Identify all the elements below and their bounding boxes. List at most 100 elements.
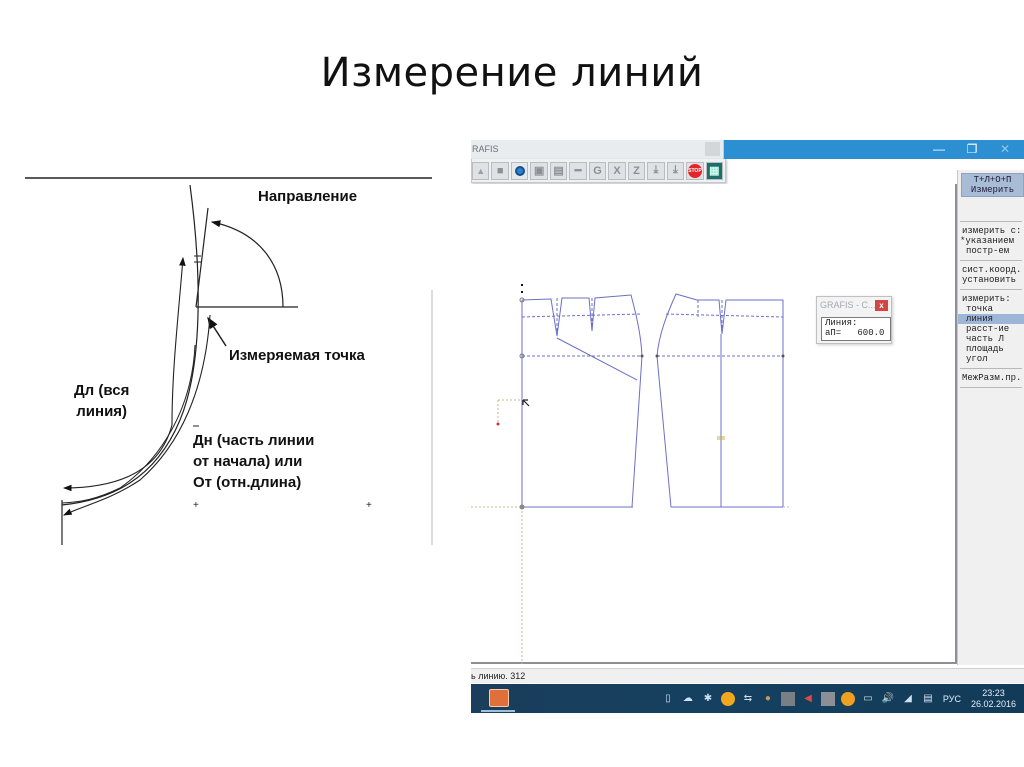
diagram-drawing: + + (25, 177, 433, 545)
divider (960, 368, 1022, 369)
dl-label-line1: Дл (вся (74, 382, 130, 399)
measure-part-line-item[interactable]: часть Л (966, 334, 1004, 344)
print-button[interactable]: ▣ (530, 161, 548, 180)
set-coord-system-button[interactable]: установить (962, 275, 1017, 285)
mode-header[interactable]: Т+Л+О+П Измерить (961, 173, 1024, 197)
wifi-icon[interactable]: ◢ (904, 692, 912, 704)
dn-label-line2: от начала) или (193, 453, 303, 470)
popup-result-line1: Линия: (825, 318, 858, 328)
display-icon[interactable] (820, 691, 835, 706)
svg-text:+: + (193, 500, 199, 511)
line-button[interactable]: ━ (569, 161, 587, 180)
stop-button[interactable]: STOP (686, 161, 704, 180)
toolbar-window-button[interactable] (705, 142, 720, 156)
measure-angle-item[interactable]: угол (966, 354, 988, 364)
calculator-icon: ▦ (709, 165, 720, 177)
z-tool-icon: Z (633, 164, 640, 177)
toolbar: ▲ ■ ▣ ▤ ━ G X Z ⤓ ⤓ STOP ▦ (471, 159, 726, 183)
grafis-app-window: — ❐ ✕ RAFIS ▲ ■ ▣ ▤ ━ G X Z ⤓ ⤓ STOP ▦ (471, 140, 1024, 713)
status-bar: ь линию. 312 (471, 668, 1024, 683)
divider (960, 387, 1022, 388)
dl-label: Дл (вся линия) (74, 380, 129, 422)
divider (960, 260, 1022, 261)
layers-icon: ▤ (553, 165, 564, 177)
clock-time: 23:23 (982, 687, 1005, 698)
clock-date: 26.02.2016 (970, 698, 1016, 709)
system-tray: ▯ ☁ ✱ ⇆ ● ◀ ▭ 🔊 ◢ ▤ РУС 23:23 26.02.2016 (661, 684, 1024, 713)
x-tool-icon: X (613, 164, 621, 177)
restore-button[interactable]: ❐ (966, 142, 978, 156)
line-icon: ━ (574, 165, 582, 177)
save-icon: ■ (496, 164, 504, 177)
download-icon: ⤓ (672, 164, 678, 176)
coord-system-label: сист.коорд. (962, 265, 1022, 275)
toolbar-window-title-text: RAFIS (472, 144, 499, 154)
divider (960, 289, 1022, 290)
open-button[interactable]: ▲ (472, 161, 490, 180)
x-tool-button[interactable]: X (608, 161, 626, 180)
download-button-1[interactable]: ⤓ (647, 161, 665, 180)
drawing-canvas[interactable] (471, 184, 957, 664)
slide-title: Измерение линий (320, 50, 704, 96)
minimize-button[interactable]: — (933, 142, 945, 156)
line-measurement-diagram: + + Направление Измеряемая точка Дл (вся… (0, 170, 440, 550)
mode-header-line1: Т+Л+О+П (973, 175, 1012, 185)
network-app-icon[interactable]: ⇆ (743, 692, 753, 704)
z-tool-button[interactable]: Z (627, 161, 646, 180)
user-app-icon[interactable]: ● (764, 692, 771, 704)
language-indicator[interactable]: РУС (942, 693, 961, 704)
magnifier-icon (514, 165, 525, 176)
svg-text:+: + (366, 500, 372, 511)
volume-icon[interactable]: 🔊 (881, 692, 895, 704)
active-app-indicator (481, 710, 515, 712)
popup-close-button[interactable]: x (875, 300, 888, 311)
skirt-pattern-drawing (471, 284, 791, 664)
option-by-construction[interactable]: постр-ем (966, 246, 1010, 256)
popup-title: GRAFIS - C... (820, 300, 876, 310)
mode-header-line2: Измерить (970, 185, 1015, 195)
direction-label: Направление (258, 188, 358, 205)
g-tool-icon: G (593, 164, 602, 177)
measure-with-label: измерить с: (962, 226, 1022, 236)
notification-icon[interactable]: ▤ (923, 692, 933, 704)
measure-point-item[interactable]: точка (966, 304, 994, 314)
monitor-icon[interactable] (780, 691, 795, 706)
powerpoint-taskbar-icon[interactable] (489, 689, 509, 707)
dn-label-line1: Дн (часть линии (193, 432, 315, 449)
usb-icon[interactable]: ▯ (665, 692, 671, 704)
dn-label-line3: От (отн.длина) (193, 474, 302, 491)
divider (960, 221, 1022, 222)
stop-icon: STOP (687, 163, 702, 178)
measure-distance-item[interactable]: расст-ие (966, 324, 1010, 334)
print-icon: ▣ (533, 165, 545, 177)
calc-button[interactable]: ▦ (705, 161, 724, 180)
flag-icon[interactable]: ◀ (804, 692, 812, 704)
save-button[interactable]: ■ (491, 161, 509, 180)
measure-label: измерить: (962, 294, 1011, 304)
cloud-icon[interactable]: ☁ (682, 692, 693, 704)
download-icon: ⤓ (653, 164, 659, 176)
battery-icon[interactable]: ▭ (863, 692, 873, 704)
measurement-popup: GRAFIS - C... x Линия:aП= 600.0 (816, 296, 892, 344)
taskbar: ▯ ☁ ✱ ⇆ ● ◀ ▭ 🔊 ◢ ▤ РУС 23:23 26.02.2016 (471, 684, 1024, 713)
layers-button[interactable]: ▤ (549, 161, 568, 180)
dl-label-line2: линия) (76, 403, 128, 420)
zoom-button[interactable] (510, 161, 529, 180)
measure-area-item[interactable]: площадь (966, 344, 1004, 354)
command-panel: Т+Л+О+П Измерить измерить с: *указанием … (957, 170, 1024, 665)
clock[interactable]: 23:23 26.02.2016 (971, 688, 1016, 710)
option-by-pointing[interactable]: *указанием (960, 236, 1015, 246)
popup-result-line2: aП= 600.0 (825, 328, 885, 338)
inter-size-item[interactable]: МежРазм.пр. (962, 373, 1022, 383)
popup-result: Линия:aП= 600.0 (821, 317, 891, 341)
open-icon: ▲ (476, 165, 486, 176)
measure-line-item[interactable]: линия (958, 314, 1024, 324)
star-app-icon[interactable] (840, 691, 855, 706)
g-tool-button[interactable]: G (588, 161, 607, 180)
orange-app-icon[interactable] (720, 691, 735, 706)
toolbar-window-title: RAFIS (471, 140, 724, 159)
download-button-2[interactable]: ⤓ (666, 161, 685, 180)
mouse-cursor-icon (522, 399, 530, 407)
bluetooth-icon[interactable]: ✱ (703, 692, 713, 704)
close-button[interactable]: ✕ (999, 142, 1011, 156)
